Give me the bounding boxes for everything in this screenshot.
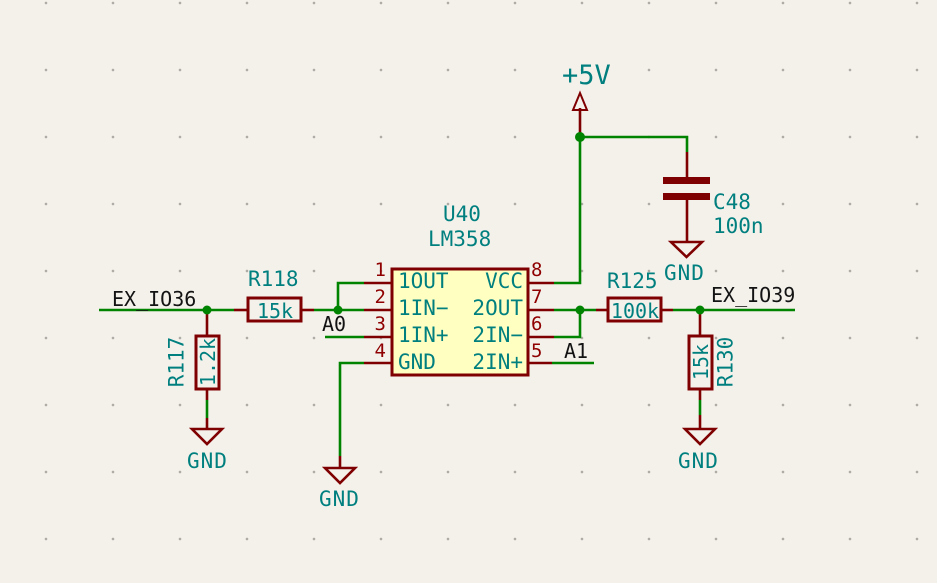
pin-name-vcc: VCC bbox=[485, 269, 523, 293]
ref-r118[interactable]: R118 bbox=[248, 267, 299, 291]
junction-dot[interactable] bbox=[202, 305, 212, 315]
resistor-body-r130[interactable] bbox=[687, 334, 714, 391]
junction-dot[interactable] bbox=[695, 305, 705, 315]
wire-5v-to-c48[interactable] bbox=[580, 135, 689, 152]
net-label-ex-io36[interactable]: EX_IO36 bbox=[112, 287, 197, 311]
ref-r125[interactable]: R125 bbox=[607, 269, 658, 293]
junction-dot[interactable] bbox=[575, 305, 585, 315]
pin-number-6: 6 bbox=[531, 313, 543, 335]
gnd-symbol-r130-icon[interactable] bbox=[681, 427, 719, 446]
value-c48[interactable]: 100n bbox=[713, 214, 764, 238]
gnd-label-r117[interactable]: GND bbox=[187, 449, 228, 473]
pin-number-8: 8 bbox=[531, 259, 543, 281]
pin-number-2: 2 bbox=[374, 286, 386, 308]
value-r117[interactable]: 1.2k bbox=[196, 337, 220, 387]
power-label-5v[interactable]: +5V bbox=[562, 60, 611, 91]
pin-name-2out: 2OUT bbox=[472, 296, 523, 320]
net-label-a1[interactable]: A1 bbox=[564, 339, 589, 363]
gnd-label-r130[interactable]: GND bbox=[678, 449, 719, 473]
ic-body-u40[interactable] bbox=[390, 267, 530, 377]
gnd-symbol-group bbox=[188, 240, 719, 485]
wire-vcc-pin8[interactable] bbox=[554, 137, 582, 285]
resistor-body-r118[interactable] bbox=[246, 296, 303, 323]
ref-r130[interactable]: R130 bbox=[713, 336, 738, 388]
gnd-symbol-u40-icon[interactable] bbox=[321, 466, 359, 485]
gnd-label-c48[interactable]: GND bbox=[664, 261, 705, 285]
capacitor-plate-top[interactable] bbox=[663, 177, 710, 184]
wire-pin6-feedback[interactable] bbox=[554, 310, 582, 339]
ref-u40[interactable]: U40 bbox=[443, 202, 481, 226]
capacitor-plate-bottom[interactable] bbox=[663, 193, 710, 200]
pin-name-1in-plus: 1IN+ bbox=[398, 323, 449, 347]
pin-number-5: 5 bbox=[531, 340, 543, 362]
capacitor-plates-c48[interactable] bbox=[663, 177, 710, 200]
pin-number-4: 4 bbox=[374, 340, 386, 362]
pin-name-gnd: GND bbox=[398, 350, 436, 374]
pin-stub-group bbox=[205, 108, 702, 468]
pin-number-1: 1 bbox=[374, 259, 386, 281]
power-5v-arrow-icon[interactable] bbox=[571, 90, 589, 111]
gnd-label-u40[interactable]: GND bbox=[319, 487, 360, 511]
value-r118[interactable]: 15k bbox=[256, 299, 294, 323]
ref-r117[interactable]: R117 bbox=[164, 336, 189, 388]
wire-pin1-feedback[interactable] bbox=[336, 281, 364, 310]
ref-c48[interactable]: C48 bbox=[713, 190, 751, 214]
junction-dot[interactable] bbox=[333, 305, 343, 315]
gnd-symbol-r117-icon[interactable] bbox=[188, 427, 226, 446]
value-r125[interactable]: 100k bbox=[610, 299, 660, 323]
pin-number-7: 7 bbox=[531, 286, 543, 308]
pin-name-1in-minus: 1IN− bbox=[398, 296, 449, 320]
pin-name-1out: 1OUT bbox=[398, 269, 449, 293]
net-label-a0[interactable]: A0 bbox=[322, 312, 347, 336]
gnd-symbol-c48-icon[interactable] bbox=[667, 240, 706, 259]
pin-number-3: 3 bbox=[374, 313, 386, 335]
value-r130[interactable]: 15k bbox=[689, 343, 713, 381]
junction-dot[interactable] bbox=[575, 132, 585, 142]
net-label-ex-io39[interactable]: EX_IO39 bbox=[711, 283, 796, 307]
wire-group bbox=[99, 135, 795, 456]
wire-pin4-gnd[interactable] bbox=[338, 361, 364, 456]
pin-name-2in-minus: 2IN− bbox=[472, 323, 523, 347]
resistor-body-r117[interactable] bbox=[194, 334, 221, 391]
pin-name-2in-plus: 2IN+ bbox=[472, 350, 523, 374]
resistor-body-r125[interactable] bbox=[606, 296, 663, 323]
value-u40[interactable]: LM358 bbox=[428, 227, 492, 251]
junction-group bbox=[202, 132, 705, 315]
